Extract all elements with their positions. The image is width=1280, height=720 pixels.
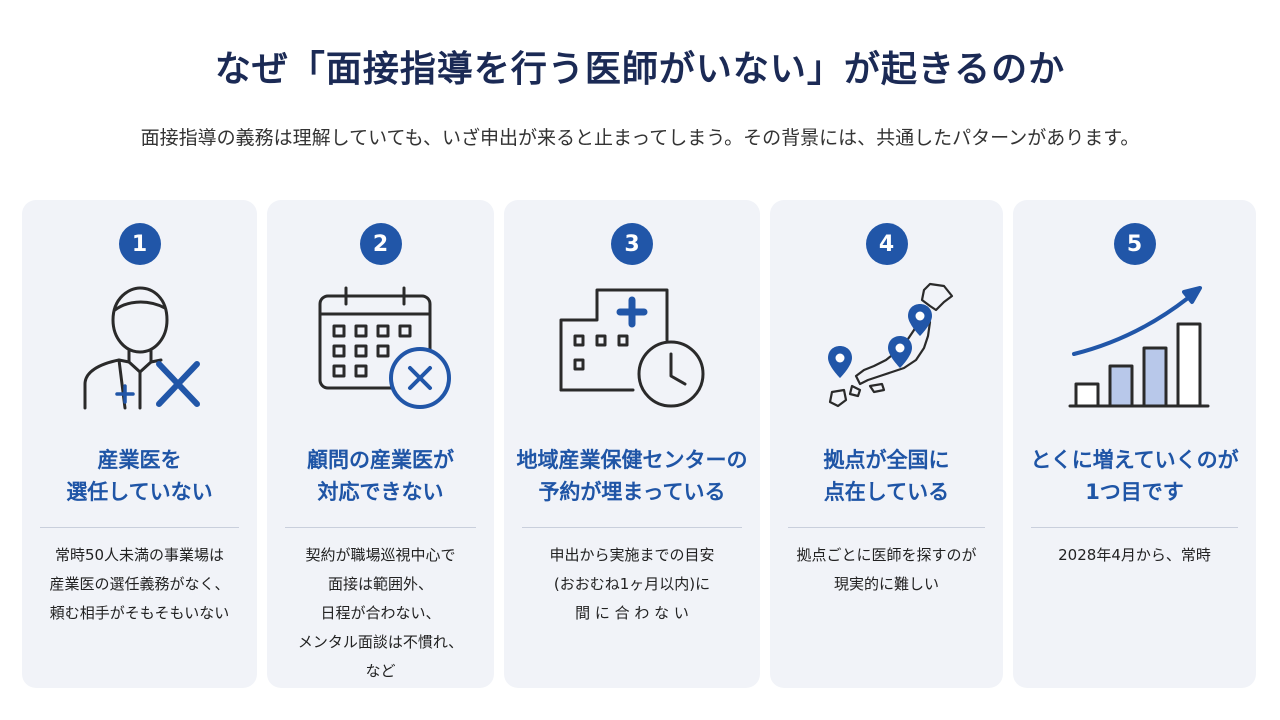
- card-number-badge: 5: [1113, 223, 1156, 265]
- card-4: 4 拠点が全国に 点在し: [770, 200, 1003, 688]
- card-number-badge: 4: [865, 223, 908, 265]
- card-number-badge: 3: [611, 223, 653, 265]
- page-subtitle: 面接指導の義務は理解していても、いざ申出が来ると止まってしまう。その背景には、共…: [140, 127, 1140, 149]
- card-heading: 拠点が全国に 点在している: [823, 448, 950, 504]
- card-divider: [40, 527, 239, 528]
- card-divider: [285, 527, 476, 528]
- card-3: 3 地域産業保健センターの 予約が埋まっている 申出から実施までの目安 (おおむ…: [504, 200, 760, 688]
- card-divider: [788, 527, 985, 528]
- card-heading: 顧問の産業医が 対応できない: [307, 448, 454, 504]
- japan-map-pin-icon: [812, 280, 962, 410]
- bar-chart-growth-icon: [1060, 280, 1210, 410]
- card-description: 2028年4月から、常時: [1058, 546, 1211, 564]
- calendar-cross-icon: [306, 280, 456, 410]
- card-description: 申出から実施までの目安 (おおむね1ヶ月以内)に 間 に 合 わ な い: [549, 546, 715, 622]
- card-heading: とくに増えていくのが 1つ目です: [1030, 448, 1239, 504]
- card-description: 常時50人未満の事業場は 産業医の選任義務がなく、 頼む相手がそもそもいない: [49, 546, 230, 622]
- card-5: 5 とくに増えていくのが 1つ目です 2028年4月から、常時: [1013, 200, 1256, 688]
- hospital-clock-icon: [557, 280, 707, 410]
- doctor-cross-icon: [65, 280, 215, 410]
- card-divider: [522, 527, 742, 528]
- card-1: 1 産業医を 選任していない 常時50人未満の事業場は 産業医の選任義務がなく、…: [22, 200, 257, 688]
- card-heading: 産業医を 選任していない: [66, 448, 213, 504]
- card-description: 契約が職場巡視中心で 面接は範囲外、 日程が合わない、 メンタル面談は不慣れ、 …: [297, 546, 464, 680]
- page-title: なぜ「面接指導を行う医師がいない」が起きるのか: [214, 49, 1066, 90]
- card-description: 拠点ごとに医師を探すのが 現実的に難しい: [796, 546, 977, 593]
- card-heading: 地域産業保健センターの 予約が埋まっている: [516, 448, 748, 504]
- card-divider: [1031, 527, 1238, 528]
- card-2: 2 顧問の産業医が 対応できない: [267, 200, 494, 688]
- card-number-badge: 2: [359, 223, 402, 265]
- card-number-badge: 1: [118, 223, 161, 265]
